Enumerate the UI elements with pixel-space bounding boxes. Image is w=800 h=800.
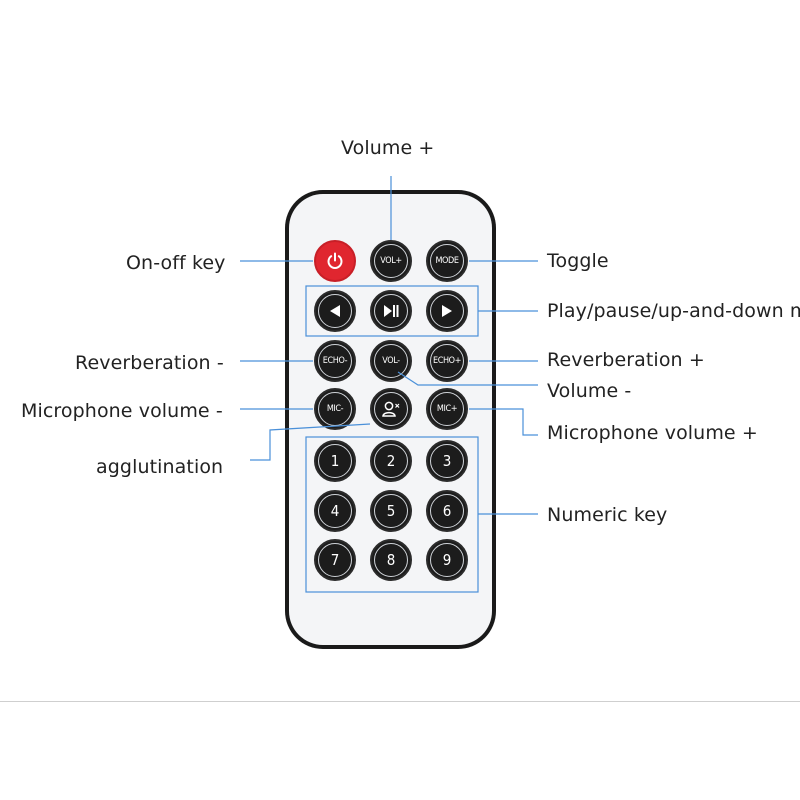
number-label: 9 — [430, 543, 464, 577]
play-group-box — [305, 285, 479, 337]
mode-button[interactable]: MODE — [426, 240, 468, 282]
echo-plus-label: ECHO+ — [430, 344, 464, 378]
mic-plus-button[interactable]: MIC+ — [426, 388, 468, 430]
label-toggle: Toggle — [547, 250, 609, 272]
label-agglutination: agglutination — [96, 456, 224, 478]
label-volume-plus: Volume + — [341, 137, 435, 159]
previous-icon — [318, 294, 352, 328]
mic-plus-label: MIC+ — [430, 392, 464, 426]
vol-plus-button[interactable]: VOL+ — [370, 240, 412, 282]
label-play-pause: Play/pause/up-and-down music — [547, 300, 800, 322]
number-button-1[interactable]: 1 — [314, 440, 356, 482]
number-button-4[interactable]: 4 — [314, 490, 356, 532]
power-button[interactable] — [314, 240, 356, 282]
label-on-off-key: On-off key — [126, 252, 226, 274]
number-label: 7 — [318, 543, 352, 577]
play-pause-button[interactable] — [370, 290, 412, 332]
vol-minus-button[interactable]: VOL- — [370, 340, 412, 382]
number-button-9[interactable]: 9 — [426, 539, 468, 581]
previous-button[interactable] — [314, 290, 356, 332]
number-label: 8 — [374, 543, 408, 577]
number-label: 6 — [430, 494, 464, 528]
person-x-icon — [374, 392, 408, 426]
echo-minus-label: ECHO- — [318, 344, 352, 378]
label-reverberation-plus: Reverberation + — [547, 349, 705, 371]
label-microphone-volume-plus: Microphone volume + — [547, 422, 758, 444]
label-microphone-volume-minus: Microphone volume - — [21, 400, 223, 422]
label-volume-minus: Volume - — [547, 380, 632, 402]
number-button-3[interactable]: 3 — [426, 440, 468, 482]
next-button[interactable] — [426, 290, 468, 332]
play-pause-icon — [374, 294, 408, 328]
number-label: 5 — [374, 494, 408, 528]
number-button-2[interactable]: 2 — [370, 440, 412, 482]
mode-label: MODE — [430, 244, 464, 278]
microphone-volume-plus-leader — [469, 408, 538, 436]
echo-plus-button[interactable]: ECHO+ — [426, 340, 468, 382]
bottom-divider — [0, 701, 800, 702]
numeric-group-box — [305, 436, 479, 593]
number-label: 1 — [318, 444, 352, 478]
volume-minus-leader — [397, 371, 538, 386]
vol-plus-label: VOL+ — [374, 244, 408, 278]
label-reverberation-minus: Reverberation - — [75, 352, 224, 374]
echo-minus-button[interactable]: ECHO- — [314, 340, 356, 382]
vol-minus-label: VOL- — [374, 344, 408, 378]
next-icon — [430, 294, 464, 328]
number-label: 3 — [430, 444, 464, 478]
number-button-6[interactable]: 6 — [426, 490, 468, 532]
number-label: 2 — [374, 444, 408, 478]
agglutination-button[interactable] — [370, 388, 412, 430]
number-button-7[interactable]: 7 — [314, 539, 356, 581]
number-button-5[interactable]: 5 — [370, 490, 412, 532]
power-icon — [318, 244, 352, 278]
number-label: 4 — [318, 494, 352, 528]
agglutination-leader — [250, 423, 371, 461]
label-numeric-key: Numeric key — [547, 504, 668, 526]
number-button-8[interactable]: 8 — [370, 539, 412, 581]
